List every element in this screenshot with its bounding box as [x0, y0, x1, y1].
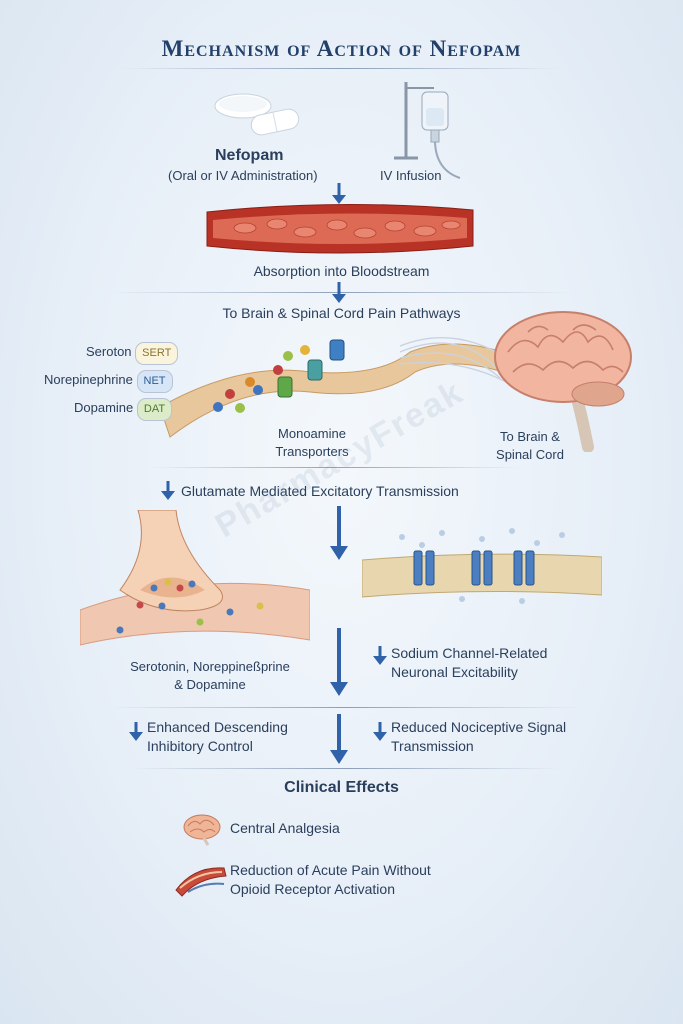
synapse-illustration: [80, 510, 310, 646]
clinical-heading: Clinical Effects: [284, 779, 399, 796]
transporter-row: Norepinephrine NET: [44, 370, 173, 393]
divider: [130, 768, 560, 769]
sert-badge: SERT: [135, 342, 179, 365]
iv-label: IV Infusion: [380, 168, 442, 183]
page-title: Mechanism of Action of Nefopam: [161, 36, 522, 61]
absorption-label: Absorption into Bloodstream: [253, 263, 430, 279]
tablets-icon: [214, 93, 300, 136]
drug-route: (Oral or IV Administration): [168, 168, 318, 183]
down-arrow-icon: [373, 722, 387, 741]
blood-vessel-illustration: [206, 203, 474, 254]
iv-bag-icon: [394, 82, 461, 179]
transporter-name: Norepinephrine: [44, 372, 133, 387]
pathways-label: To Brain & Spinal Cord Pain Pathways: [222, 305, 461, 321]
down-arrow-icon: [330, 506, 348, 560]
divider: [110, 707, 580, 708]
down-arrow-icon: [373, 646, 387, 665]
dat-badge: DAT: [136, 398, 173, 421]
synapse-label: Serotonin, Noreppineßprine& Dopamine: [130, 659, 290, 692]
down-arrow-icon: [161, 481, 175, 500]
divider: [150, 467, 520, 468]
brain-icon: [183, 814, 221, 846]
down-arrow-icon: [330, 714, 348, 764]
down-arrow-icon: [332, 183, 346, 204]
pain-nerve-icon: [175, 867, 227, 897]
brain-label: To Brain &Spinal Cord: [496, 429, 564, 462]
transporter-row: Seroton SERT: [86, 342, 179, 365]
title-rule: [120, 68, 560, 69]
drug-name: Nefopam: [215, 147, 284, 164]
glutamate-label: Glutamate Mediated Excitatory Transmissi…: [181, 483, 459, 499]
down-arrow-icon: [332, 282, 346, 303]
down-arrow-icon: [330, 628, 348, 696]
transporter-name: Dopamine: [74, 400, 134, 415]
down-arrow-icon: [129, 722, 143, 741]
transporter-name: Seroton: [86, 344, 132, 359]
sodium-channel-illustration: [362, 528, 602, 604]
net-badge: NET: [136, 370, 173, 393]
transporter-row: Dopamine DAT: [74, 398, 173, 421]
effect-central-analgesia: Central Analgesia: [230, 820, 340, 836]
nerve-fiber-illustration: [160, 336, 530, 438]
brain-icon: [494, 311, 632, 452]
